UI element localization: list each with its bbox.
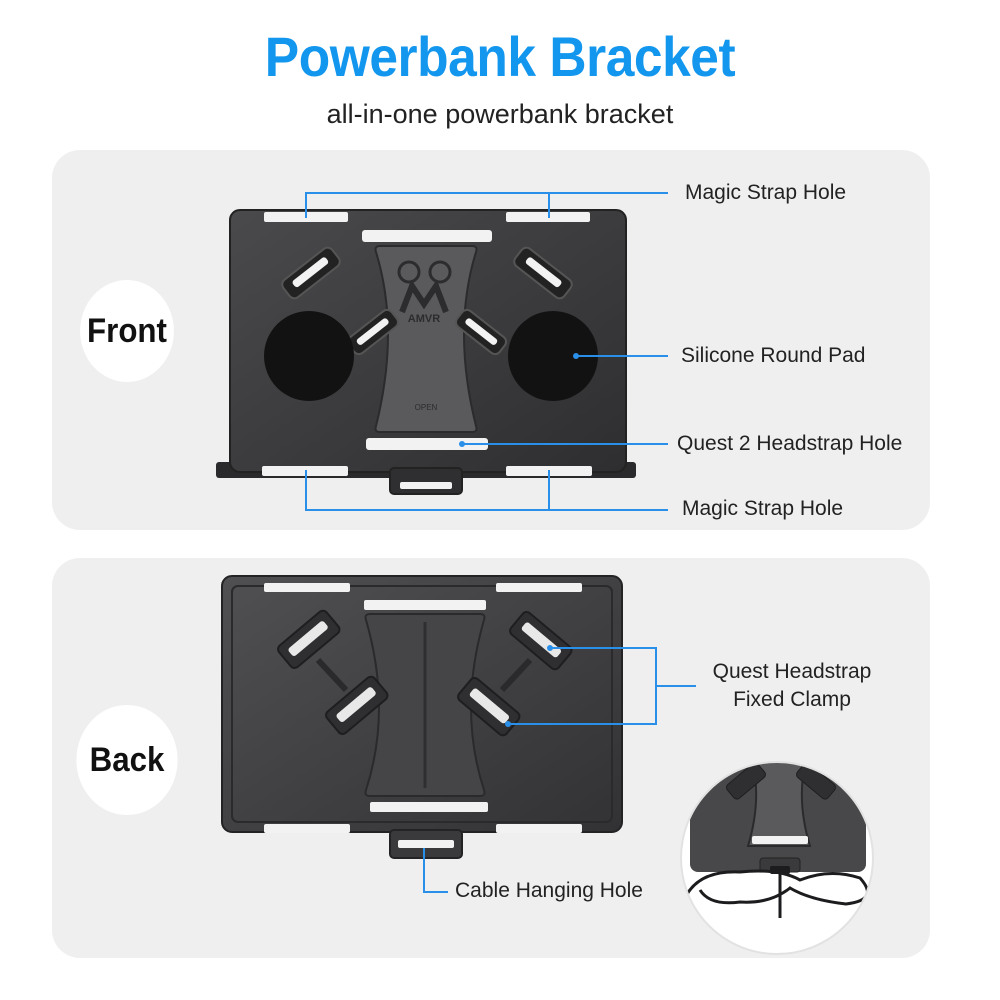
label-magic-strap-hole-top: Magic Strap Hole: [685, 181, 847, 204]
front-clamp-slots: [281, 246, 573, 356]
label-cable-hanging-hole: Cable Hanging Hole: [455, 879, 643, 902]
back-badge: Back: [76, 705, 178, 815]
page-title: Powerbank Bracket: [264, 25, 736, 88]
front-callout-lines: [305, 192, 668, 511]
label-clamp-line-2: Fixed Clamp: [733, 688, 851, 711]
front-headstrap-slot-bottom: [366, 438, 488, 450]
logo-left-icon: [397, 260, 421, 284]
label-quest-headstrap-fixed-clamp: Quest Headstrap Fixed Clamp: [702, 658, 882, 714]
page-subtitle: all-in-one powerbank bracket: [326, 99, 674, 129]
label-quest2-headstrap-hole: Quest 2 Headstrap Hole: [677, 432, 903, 455]
back-strap-slot-top-right: [496, 583, 582, 592]
label-silicone-round-pad: Silicone Round Pad: [681, 344, 866, 367]
label-magic-strap-hole-bottom: Magic Strap Hole: [682, 497, 844, 520]
front-badge: Front: [80, 280, 174, 382]
back-fixed-clamps: [277, 609, 573, 737]
back-headstrap-slot-top: [364, 600, 486, 610]
label-clamp-line-1: Quest Headstrap: [712, 660, 872, 683]
open-text: OPEN: [415, 403, 438, 412]
front-cable-tab: [389, 467, 463, 495]
logo-text: AMVR: [408, 313, 440, 325]
silicone-pad-left: [264, 311, 354, 401]
back-strap-slot-bottom-left: [264, 824, 350, 833]
back-callout-lines: [423, 647, 696, 893]
front-hourglass-plate: [374, 245, 478, 433]
back-strap-slot-top-left: [264, 583, 350, 592]
front-headstrap-slot-top: [362, 230, 492, 242]
silicone-pad-right: [508, 311, 598, 401]
logo-right-icon: [428, 260, 452, 284]
cable-detail-inset: [680, 761, 874, 955]
back-strap-slot-bottom-right: [496, 824, 582, 833]
logo-m-icon: [399, 279, 449, 314]
back-headstrap-slot-bottom: [370, 802, 488, 812]
